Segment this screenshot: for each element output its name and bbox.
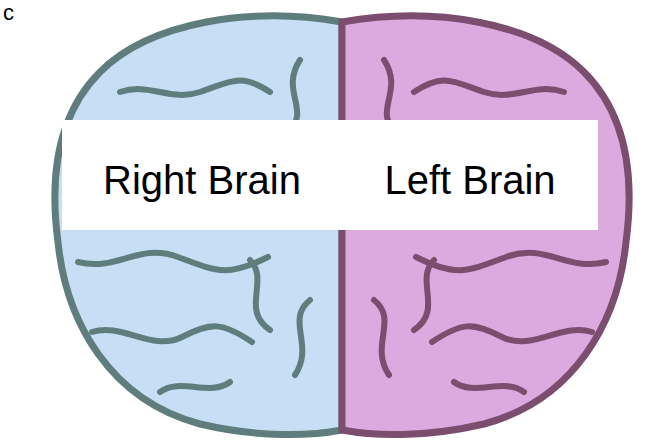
region-outline	[342, 10, 670, 442]
gyrus	[416, 253, 606, 270]
gyrus	[290, 60, 300, 130]
region-border	[345, 13, 668, 440]
gyrus	[120, 80, 270, 94]
hemisphere-label: Right Brain	[103, 158, 301, 202]
hemisphere-label: Left Brain	[384, 158, 555, 202]
gyrus	[454, 382, 524, 392]
gyrus	[78, 253, 268, 270]
gyrus	[295, 300, 310, 375]
gyrus	[250, 260, 270, 330]
region-fill	[345, 13, 668, 440]
hemisphere-region: Right Brain	[12, 10, 344, 442]
panel-letter: c	[3, 2, 14, 24]
gyrus	[92, 326, 252, 342]
label-band	[62, 120, 598, 230]
region-border	[15, 13, 345, 440]
gyrus	[374, 300, 389, 375]
region-outline	[12, 10, 344, 442]
region-fill	[15, 13, 345, 440]
gyrus	[160, 382, 230, 392]
gyrus	[414, 80, 564, 94]
gyrus	[384, 60, 394, 130]
gyrus	[414, 260, 434, 330]
hemisphere-region: Left Brain	[342, 10, 670, 442]
gyrus	[432, 326, 592, 342]
